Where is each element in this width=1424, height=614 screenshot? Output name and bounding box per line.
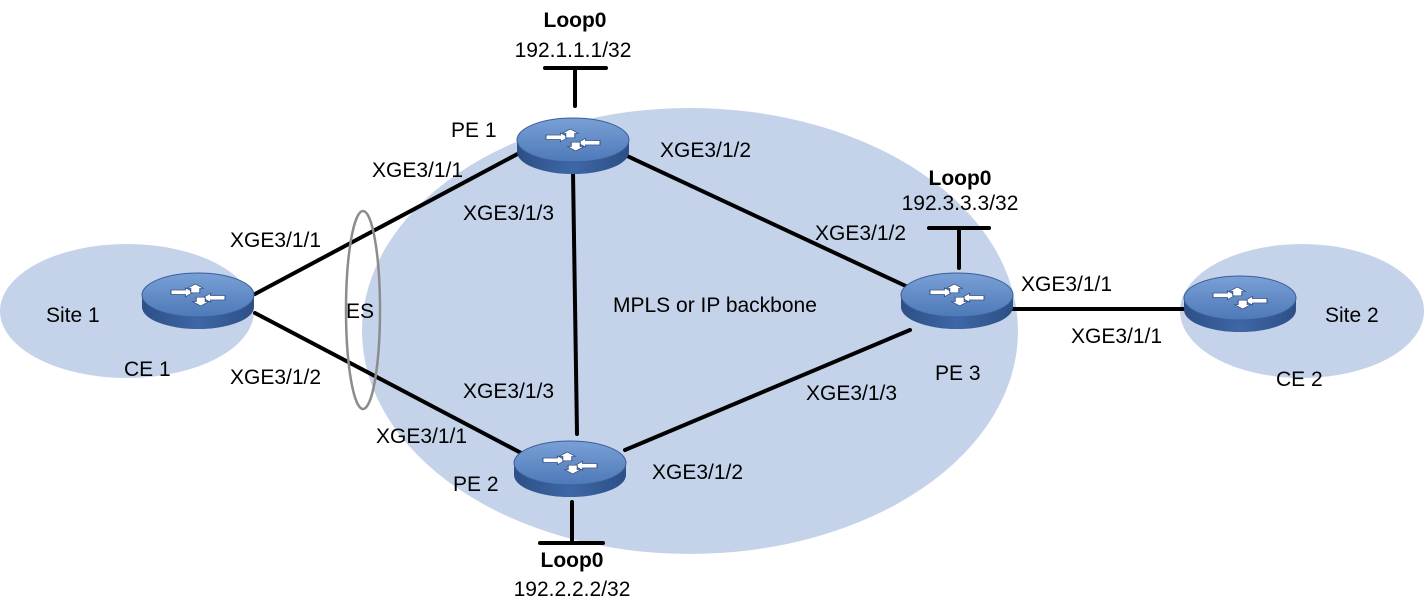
pe1-loopback-name: Loop0 xyxy=(544,9,607,32)
pe2-device[interactable] xyxy=(513,440,627,497)
port-label-pe2-xge311: XGE3/1/1 xyxy=(376,425,467,448)
ce1-device[interactable] xyxy=(141,272,255,329)
port-label-pe1-xge313: XGE3/1/3 xyxy=(463,202,554,225)
pe3-device[interactable] xyxy=(900,272,1014,329)
port-label-pe3-xge311: XGE3/1/1 xyxy=(1021,273,1112,296)
pe1-name: PE 1 xyxy=(451,119,497,142)
port-label-pe2-xge313: XGE3/1/3 xyxy=(463,380,554,403)
port-label-pe3-xge313: XGE3/1/3 xyxy=(806,382,897,405)
link-pe2-pe3 xyxy=(623,328,912,452)
port-label-pe1-xge311: XGE3/1/1 xyxy=(372,159,463,182)
pe3-name: PE 3 xyxy=(935,362,981,385)
ce1-name: CE 1 xyxy=(124,358,171,381)
site1-label: Site 1 xyxy=(46,304,100,327)
port-label-pe1-xge312: XGE3/1/2 xyxy=(660,139,751,162)
link-ce1-pe2 xyxy=(253,311,527,457)
pe2-loopback-ip: 192.2.2.2/32 xyxy=(514,578,631,601)
pe2-name: PE 2 xyxy=(453,473,499,496)
pe1-loopback-ip: 192.1.1.1/32 xyxy=(515,39,632,62)
ce2-name: CE 2 xyxy=(1276,368,1323,391)
port-label-ce1-xge312: XGE3/1/2 xyxy=(230,366,321,389)
pe3-loopback-ip: 192.3.3.3/32 xyxy=(902,192,1019,215)
link-pe1-pe2 xyxy=(571,170,579,436)
site2-label: Site 2 xyxy=(1325,304,1379,327)
ce2-device[interactable] xyxy=(1183,275,1297,332)
es-ring xyxy=(344,209,382,411)
link-pe1-pe3 xyxy=(623,153,912,290)
pe3-loopback-name: Loop0 xyxy=(929,167,992,190)
pe1-device[interactable] xyxy=(516,117,630,174)
port-label-ce2-xge311: XGE3/1/1 xyxy=(1071,325,1162,348)
pe2-loopback-name: Loop0 xyxy=(541,549,604,572)
backbone-label: MPLS or IP backbone xyxy=(613,294,817,317)
es-label: ES xyxy=(346,300,374,323)
port-label-ce1-xge311: XGE3/1/1 xyxy=(230,229,321,252)
port-label-pe3-xge312: XGE3/1/2 xyxy=(815,222,906,245)
link-ce1-pe1 xyxy=(253,148,527,296)
port-label-pe2-xge312: XGE3/1/2 xyxy=(652,461,743,484)
backbone-region xyxy=(362,108,1018,554)
